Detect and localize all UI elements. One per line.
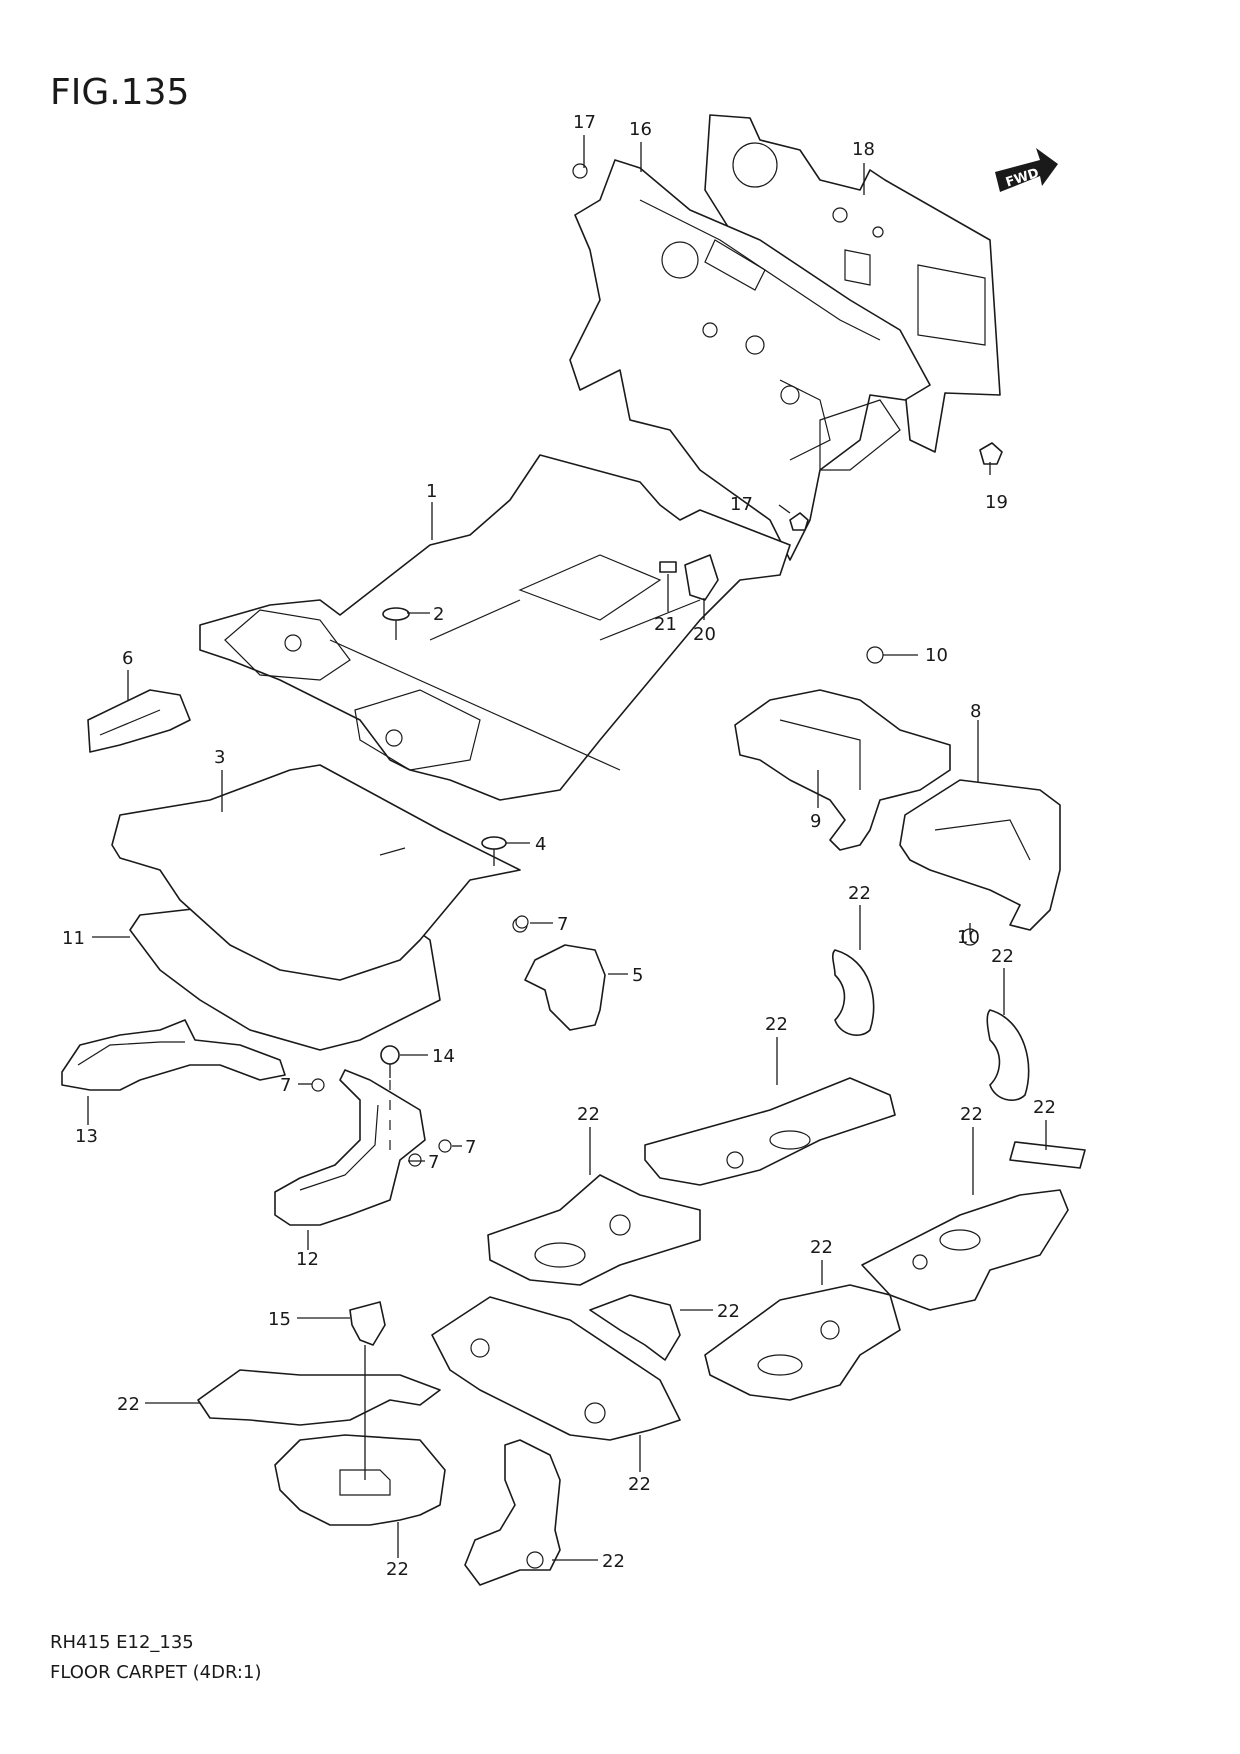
callout-12: 12 (296, 1249, 319, 1270)
part-22-pad-f (431, 1296, 681, 1441)
part-20-bracket (684, 554, 719, 601)
callout-22: 22 (960, 1104, 983, 1125)
part-9-frame (734, 689, 951, 851)
callout-22: 22 (602, 1551, 625, 1572)
figure-title: FIG.135 (50, 72, 190, 113)
callout-14: 14 (432, 1046, 455, 1067)
callout-17: 17 (573, 112, 596, 133)
callout-22: 22 (117, 1394, 140, 1415)
callout-22: 22 (628, 1474, 651, 1495)
part-1-floor-carpet (199, 454, 791, 801)
diagram-code: RH415 E12_135 (50, 1632, 194, 1653)
callout-21: 21 (654, 614, 677, 635)
part-22-pad-small (1009, 1141, 1086, 1169)
callout-8: 8 (970, 701, 981, 722)
fwd-arrow-icon: FWD (995, 148, 1058, 192)
callout-22: 22 (991, 946, 1014, 967)
callout-3: 3 (214, 747, 225, 768)
callout-10: 10 (925, 645, 948, 666)
callout-15: 15 (268, 1309, 291, 1330)
part-22-pad-g (197, 1369, 441, 1426)
part-8-frame (899, 779, 1061, 931)
callout-11: 11 (62, 928, 85, 949)
part-3-trunk-carpet (111, 764, 521, 981)
callout-7: 7 (428, 1152, 439, 1173)
part-6-cover (87, 689, 191, 753)
callout-2: 2 (433, 604, 444, 625)
callout-18: 18 (852, 139, 875, 160)
callout-22: 22 (810, 1237, 833, 1258)
part-22-pad-i (464, 1439, 561, 1586)
part-22-pad-d (704, 1284, 901, 1401)
callout-22: 22 (848, 883, 871, 904)
part-22-pad-s-right-upper (832, 949, 875, 1036)
callout-7: 7 (557, 914, 568, 935)
part-22-pad-e (589, 1294, 681, 1361)
callout-22: 22 (577, 1104, 600, 1125)
callout-22: 22 (717, 1301, 740, 1322)
part-18-rear-panel (704, 114, 1001, 453)
part-22-pad-a (644, 1077, 896, 1186)
part-21-bolt (659, 561, 677, 573)
diagram-caption: FLOOR CARPET (4DR:1) (50, 1662, 262, 1683)
part-5-bracket (512, 917, 606, 1031)
callout-22: 22 (765, 1014, 788, 1035)
callout-9: 9 (810, 811, 821, 832)
part-2-clip (382, 607, 410, 640)
callout-labels: 17 16 18 19 1 2 17 21 20 6 10 8 9 3 4 10… (62, 112, 1056, 1580)
part-22-pad-b (487, 1174, 701, 1286)
part-15-clip (349, 1301, 386, 1480)
part-22-pad-c (861, 1189, 1069, 1311)
callout-1: 1 (426, 481, 437, 502)
part-16-dash-silencer (569, 159, 931, 561)
callout-13: 13 (75, 1126, 98, 1147)
leader-lines (87, 135, 1047, 1561)
callout-22: 22 (1033, 1097, 1056, 1118)
part-22-pad-s-right-lower (986, 1009, 1030, 1101)
callout-20: 20 (693, 624, 716, 645)
callout-7: 7 (280, 1075, 291, 1096)
part-12-side-tray (274, 1069, 426, 1226)
part-13-side-tray (61, 1019, 286, 1091)
callout-19: 19 (985, 492, 1008, 513)
part-14-clip (380, 1045, 400, 1160)
callout-6: 6 (122, 648, 133, 669)
callout-4: 4 (535, 834, 546, 855)
callout-5: 5 (632, 965, 643, 986)
callout-10: 10 (957, 927, 980, 948)
callout-7: 7 (465, 1137, 476, 1158)
part-22-pad-h (274, 1434, 446, 1526)
callout-16: 16 (629, 119, 652, 140)
callout-17: 17 (730, 494, 753, 515)
callout-22: 22 (386, 1559, 409, 1580)
